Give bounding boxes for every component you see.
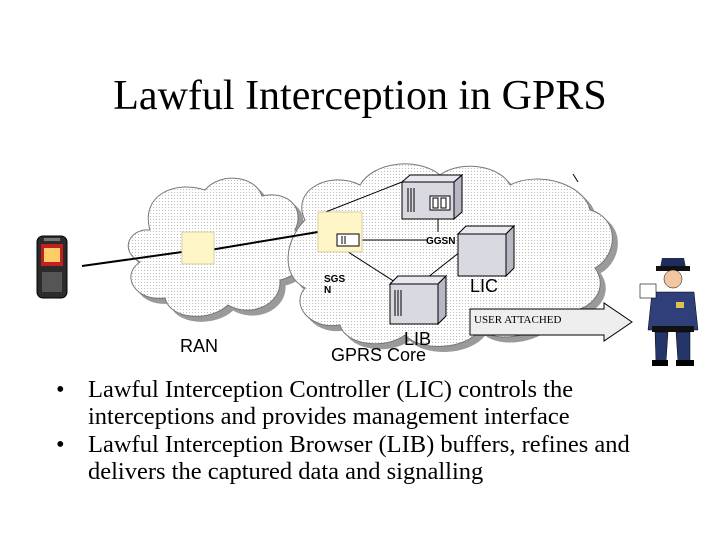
- bullet-item: • Lawful Interception Browser (LIB) buff…: [56, 431, 696, 485]
- sgsn-label-line2: N: [324, 285, 332, 296]
- user-attached-arrow: [469, 302, 633, 342]
- gprs-core-label: GPRS Core: [331, 345, 427, 365]
- lic-device: [456, 224, 516, 278]
- bullet-list: • Lawful Interception Controller (LIC) c…: [56, 376, 696, 486]
- gprs-core-cloud: [287, 163, 613, 347]
- sgsn-label-line1: SGS: [324, 274, 346, 285]
- bullet-text: Lawful Interception Controller (LIC) con…: [88, 376, 574, 430]
- user-attached-label: USER ATTACHED: [474, 314, 562, 326]
- sgsn-node: [317, 211, 363, 253]
- bullet-dot: •: [56, 376, 65, 403]
- lib-device: [388, 274, 448, 326]
- slide-title: Lawful Interception in GPRS: [113, 73, 607, 119]
- ggsn-label: GGSN: [426, 236, 456, 247]
- bullet-text: Lawful Interception Browser (LIB) buffer…: [88, 431, 630, 485]
- mobile-phone-icon: [36, 235, 68, 299]
- ran-cloud: [127, 177, 308, 317]
- sgsn-top-link: [317, 181, 403, 216]
- ran-sgsn-link: [209, 231, 319, 251]
- phone-ran-link: [81, 251, 183, 267]
- ran-node: [181, 231, 215, 265]
- edge-mark: [572, 173, 579, 183]
- lic-label: LIC: [470, 276, 499, 296]
- bullet-item: • Lawful Interception Controller (LIC) c…: [56, 376, 696, 430]
- ggsn-server: [400, 173, 464, 221]
- ran-label: RAN: [180, 336, 219, 356]
- sgsn-lib-link: [341, 247, 396, 283]
- lib-label: LIB: [404, 329, 432, 349]
- police-officer-icon: [639, 258, 699, 366]
- bullet-dot: •: [56, 431, 65, 458]
